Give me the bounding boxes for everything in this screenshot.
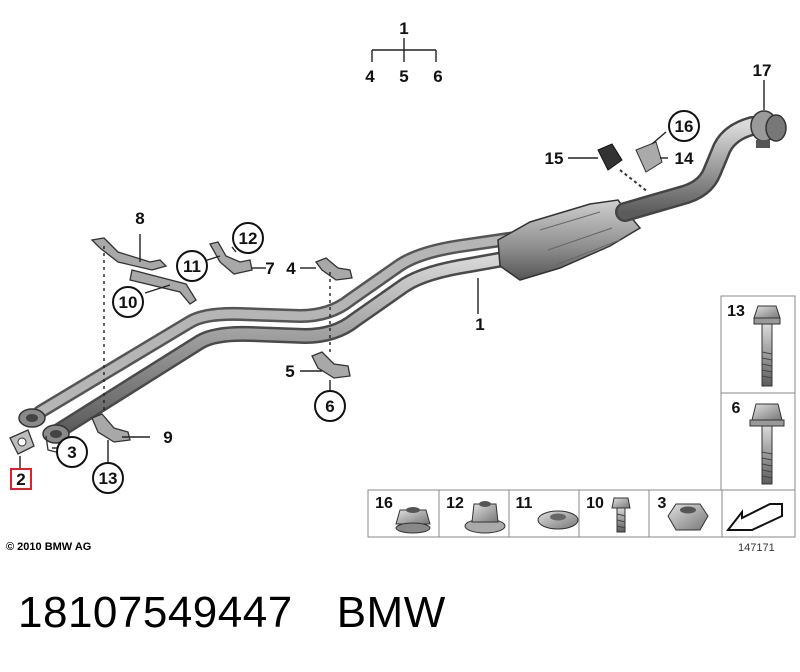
pipe-clamp: [750, 110, 787, 148]
bottom-panel-label-3: 3: [658, 495, 667, 512]
nut-3-icon: [667, 503, 709, 531]
front-pipe-assembly: [18, 231, 528, 444]
tree-label-4: 4: [365, 67, 375, 86]
tree-label-1: 1: [399, 19, 408, 38]
callout-circle-11: [176, 250, 208, 282]
screw-10-icon: [611, 497, 631, 533]
bottom-panel: 16 12 11 10 3: [367, 489, 796, 538]
highlight-box: [10, 468, 32, 490]
label-3: 3: [67, 443, 76, 462]
gasket: [9, 429, 35, 455]
bolt-6-icon: [749, 403, 785, 485]
label-5: 5: [285, 362, 294, 381]
label-4: 4: [286, 259, 296, 278]
nut-16-icon: [395, 507, 431, 534]
label-15: 15: [545, 149, 564, 168]
callout-circle-12: [232, 222, 264, 254]
callout-circle-10: [112, 286, 144, 318]
label-7: 7: [265, 259, 274, 278]
side-panel: 13 6: [720, 295, 796, 491]
copyright-text: © 2010 BMW AG: [6, 541, 92, 553]
callout-circle-16: [668, 110, 700, 142]
callout-circle-13: [92, 462, 124, 494]
part-labels: 1 4 5 6 17 16 15 14 8 12 11 7 4 10 1 5 6…: [10, 19, 772, 494]
drawing-number: 147171: [738, 542, 775, 554]
label-16: 16: [675, 117, 694, 136]
bolt-13-icon: [753, 305, 781, 387]
direction-arrow-icon: [725, 503, 783, 531]
rubber-hanger: [597, 141, 663, 193]
part-number: 18107549447: [18, 588, 293, 637]
label-10: 10: [119, 293, 138, 312]
label-9: 9: [163, 428, 172, 447]
bottom-panel-label-11: 11: [516, 495, 533, 512]
bottom-panel-label-16: 16: [375, 495, 393, 512]
side-panel-label-13: 13: [727, 303, 745, 320]
brand-name: BMW: [336, 588, 446, 637]
callout-circle-6: [314, 390, 346, 422]
leader-lines: [19, 38, 765, 468]
label-11: 11: [183, 257, 201, 276]
label-8: 8: [135, 209, 144, 228]
nut-12-icon: [464, 501, 506, 534]
bottom-panel-label-10: 10: [586, 495, 604, 512]
tree-label-6: 6: [433, 67, 442, 86]
washer-11-icon: [537, 510, 579, 530]
label-17: 17: [753, 61, 772, 80]
label-12: 12: [239, 229, 258, 248]
label-1: 1: [475, 315, 484, 334]
side-panel-label-6: 6: [732, 400, 741, 417]
label-6: 6: [325, 397, 334, 416]
label-14: 14: [675, 149, 694, 168]
tree-label-5: 5: [399, 67, 408, 86]
catalytic-converter: [497, 116, 762, 281]
callout-circle-3: [56, 436, 88, 468]
bottom-panel-label-12: 12: [446, 495, 464, 512]
label-13: 13: [99, 469, 118, 488]
caption: 18107549447 BMW: [18, 588, 446, 638]
exhaust-diagram: 1 4 5 6 17 16 15 14 8 12 11 7 4 10 1 5 6…: [9, 19, 796, 538]
label-2-highlighted: 2: [16, 470, 25, 489]
